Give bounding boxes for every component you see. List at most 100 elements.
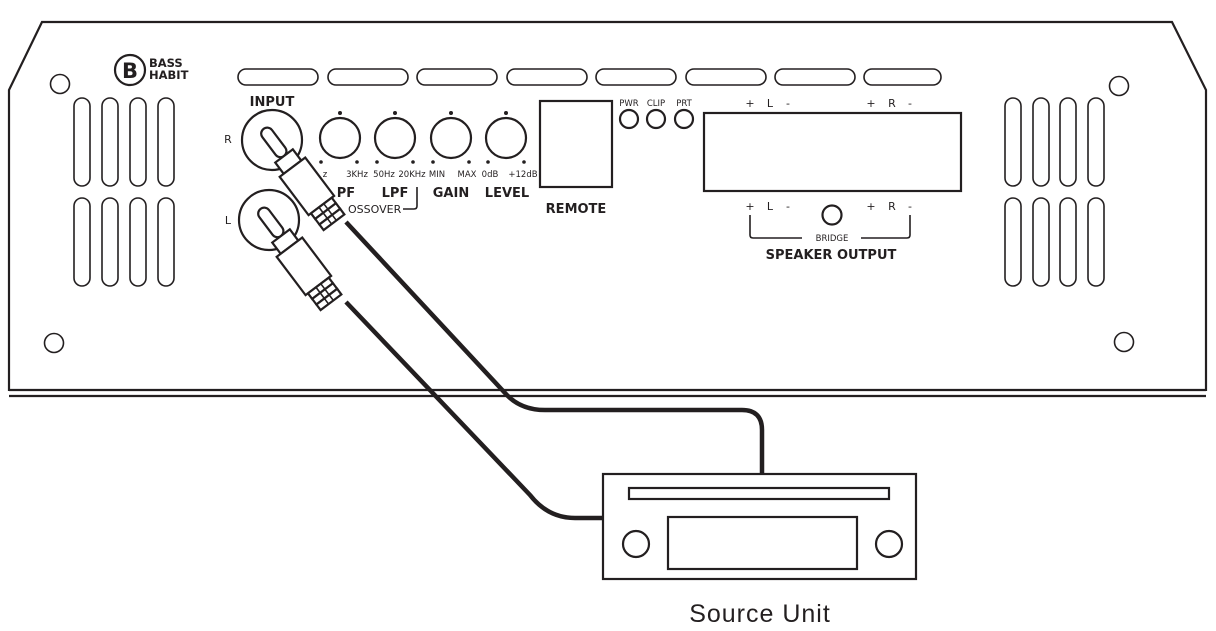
input-left-label: L [225, 214, 232, 227]
knob-hpf-dial[interactable] [318, 116, 362, 160]
rca-plug-grip [317, 207, 346, 232]
knob-hpf[interactable] [318, 111, 362, 164]
knob-min-dot [375, 160, 379, 164]
led-prt-indicator [673, 108, 695, 130]
mounting-hole-bottom-left [43, 332, 65, 354]
source-unit-knob-right[interactable] [874, 529, 904, 559]
gain-min-label: MIN [429, 170, 445, 180]
input-title: INPUT [250, 95, 295, 110]
hpf-min-label: z [323, 170, 328, 180]
crossover-label: OSSOVER [348, 203, 402, 216]
lpf-label: LPF [382, 186, 409, 201]
knob-min-dot [486, 160, 490, 164]
remote-terminal[interactable] [538, 99, 614, 189]
spk-top-l-minus: - [786, 97, 790, 110]
rca-cable-right[interactable] [344, 220, 765, 473]
led-clip-label: CLIP [647, 99, 665, 109]
knob-lpf[interactable] [373, 111, 417, 164]
knob-indicator-dot [449, 111, 453, 115]
mounting-hole-bottom-right [1113, 331, 1135, 353]
vent-slot [157, 197, 175, 287]
amplifier: B BASS HABIT INPUT R L [7, 20, 1208, 398]
rca-jack-left[interactable] [237, 188, 301, 252]
level-min-label: 0dB [482, 170, 499, 180]
vent-slot [1004, 97, 1022, 187]
remote-label: REMOTE [546, 202, 607, 217]
vent-slot-horizontal [416, 68, 498, 86]
vent-slot [157, 97, 175, 187]
vent-slot [101, 197, 119, 287]
vent-group-left [73, 97, 175, 287]
led-clip-indicator [645, 108, 667, 130]
brand-logo: B BASS HABIT [113, 53, 189, 87]
spk-bottom-l-plus: + [745, 200, 754, 213]
vent-slot [1059, 197, 1077, 287]
spk-top-l-plus: + [745, 97, 754, 110]
lpf-min-label: 50Hz [373, 170, 395, 180]
vent-group-right [1004, 97, 1105, 287]
vent-slot-horizontal [863, 68, 942, 86]
source-unit: Source Unit [601, 472, 918, 628]
amplifier-chassis-outline [7, 20, 1208, 391]
rca-plug-grip-line [318, 206, 333, 225]
knob-indicator-dot [338, 111, 342, 115]
level-label: LEVEL [485, 186, 529, 201]
knob-level[interactable] [484, 111, 528, 164]
input-right-label: R [224, 133, 232, 146]
spk-top-l-channel: L [767, 97, 774, 110]
source-unit-disc-slot[interactable] [627, 486, 891, 501]
rca-plug-grip-line [320, 283, 335, 301]
vent-slot [129, 97, 147, 187]
vent-slot [1032, 197, 1050, 287]
knob-indicator-dot [393, 111, 397, 115]
knob-max-dot [355, 160, 359, 164]
knob-lpf-dial[interactable] [373, 116, 417, 160]
vent-slot-horizontal [685, 68, 767, 86]
bridge-indicator [821, 204, 843, 226]
source-unit-knob-left[interactable] [621, 529, 651, 559]
gain-label: GAIN [433, 186, 469, 201]
speaker-output-label: SPEAKER OUTPUT [766, 248, 897, 263]
source-unit-chassis[interactable] [601, 472, 918, 581]
spk-bottom-l-minus: - [786, 200, 790, 213]
rca-jack-right[interactable] [240, 108, 304, 172]
bridge-bracket-right [861, 215, 911, 239]
brand-logo-glyph: B [122, 59, 138, 83]
brand-logo-icon [113, 53, 147, 87]
knob-indicator-dot [504, 111, 508, 115]
crossover-bracket [403, 187, 418, 210]
knob-gain-dial[interactable] [429, 116, 473, 160]
vent-slot [73, 197, 91, 287]
spk-top-r-channel: R [888, 97, 896, 110]
rca-plug-right[interactable] [251, 119, 347, 232]
rca-plug-grip [314, 287, 343, 312]
source-unit-label: Source Unit [689, 600, 831, 628]
speaker-terminal-block[interactable] [702, 111, 963, 193]
spk-top-r-plus: + [866, 97, 875, 110]
vent-slot-horizontal [595, 68, 677, 86]
bridge-bracket-left [749, 215, 802, 239]
vent-slot [1059, 97, 1077, 187]
spk-bottom-r-plus: + [866, 200, 875, 213]
knob-max-dot [522, 160, 526, 164]
hpf-label: PF [337, 186, 355, 201]
mounting-hole-top-right [1108, 75, 1130, 97]
rca-cable-left[interactable] [344, 300, 603, 521]
rca-plug-grip-line [323, 203, 338, 221]
knob-level-dial[interactable] [484, 116, 528, 160]
knob-gain[interactable] [429, 111, 473, 164]
vent-row-top [237, 68, 942, 86]
rca-plug-left[interactable] [248, 199, 344, 312]
vent-slot [73, 97, 91, 187]
knob-max-dot [411, 160, 415, 164]
spk-bottom-l-channel: L [767, 200, 774, 213]
vent-slot [129, 197, 147, 287]
source-unit-display [666, 515, 859, 571]
brand-name-line1: BASS [149, 56, 183, 70]
knob-min-dot [431, 160, 435, 164]
led-prt-label: PRT [676, 99, 692, 109]
led-pwr-label: PWR [619, 99, 639, 109]
spk-top-r-minus: - [908, 97, 912, 110]
knob-min-dot [319, 160, 323, 164]
